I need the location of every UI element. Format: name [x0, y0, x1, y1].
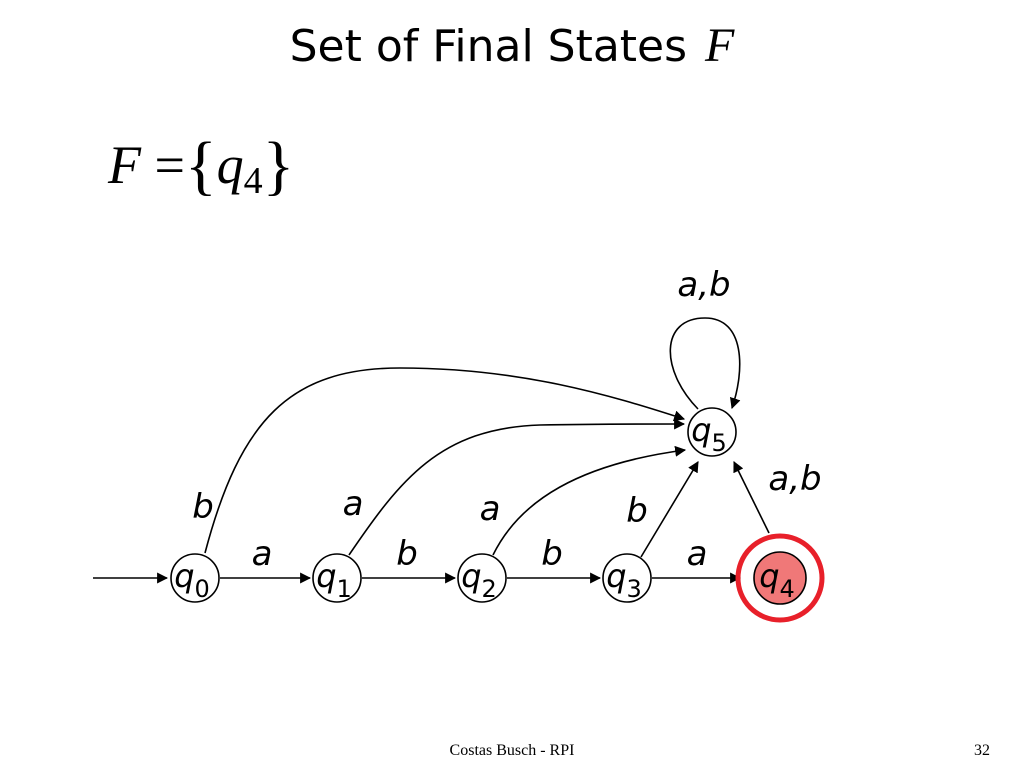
formula-lhs: F — [108, 135, 141, 195]
state-circle — [457, 553, 507, 603]
state-nodes: q0 q1 q2 q3 q4 q5 — [170, 407, 825, 623]
transition-label-q0-q1: a — [252, 534, 273, 574]
transition-edges — [93, 317, 770, 584]
title-text: Set of Final States — [289, 21, 688, 72]
state-circle — [312, 553, 362, 603]
transition-label-q0-q5: b — [192, 487, 214, 527]
final-states-formula: F ={q4} — [108, 128, 294, 204]
page-number: 32 — [974, 742, 990, 759]
state-q0: q0 — [170, 553, 220, 603]
state-subscript: 2 — [482, 575, 497, 603]
transition-q3-q5 — [640, 461, 699, 558]
title-symbol: F — [705, 19, 735, 72]
transition-label-q2-q3: b — [541, 534, 563, 574]
state-subscript: 4 — [780, 575, 795, 603]
transition-q4-q5 — [733, 461, 770, 534]
state-subscript: 0 — [195, 575, 210, 603]
transition-label-q3-q5: b — [626, 491, 648, 531]
state-circle — [602, 553, 652, 603]
slide-title: Set of Final States F — [0, 18, 1024, 73]
state-circle — [170, 553, 220, 603]
state-label: q2 — [461, 557, 497, 603]
transition-q1-q5 — [348, 418, 686, 556]
formula-equals: = — [154, 135, 185, 195]
formula-state-sub: 4 — [243, 160, 263, 202]
formula-state: q — [216, 135, 244, 195]
state-circle — [687, 407, 737, 457]
transition-q0-q5 — [204, 367, 686, 554]
state-subscript: 3 — [627, 575, 642, 603]
transition-label-q1-q5: a — [343, 484, 364, 524]
state-circle — [753, 551, 807, 605]
transition-label-q2-q5: a — [480, 489, 501, 529]
transition-label-q5-q5: a,b — [677, 265, 730, 305]
state-q3: q3 — [602, 553, 652, 603]
final-state-ring — [735, 533, 825, 623]
state-subscript: 5 — [712, 429, 727, 457]
state-q4: q4 — [735, 533, 825, 623]
transition-q2-q5 — [492, 445, 687, 556]
transition-label-q4-q5: a,b — [768, 459, 821, 499]
state-q2: q2 — [457, 553, 507, 603]
formula-close-brace: } — [262, 129, 295, 202]
state-subscript: 1 — [337, 575, 352, 603]
state-q5: q5 — [687, 407, 737, 457]
footer-author: Costas Busch - RPI — [449, 742, 575, 759]
transition-label-q1-q2: b — [396, 534, 418, 574]
transition-q5-q5 — [669, 317, 741, 410]
formula-open-brace: { — [184, 129, 217, 202]
transition-label-q3-q4: a — [687, 534, 708, 574]
state-q1: q1 — [312, 553, 362, 603]
